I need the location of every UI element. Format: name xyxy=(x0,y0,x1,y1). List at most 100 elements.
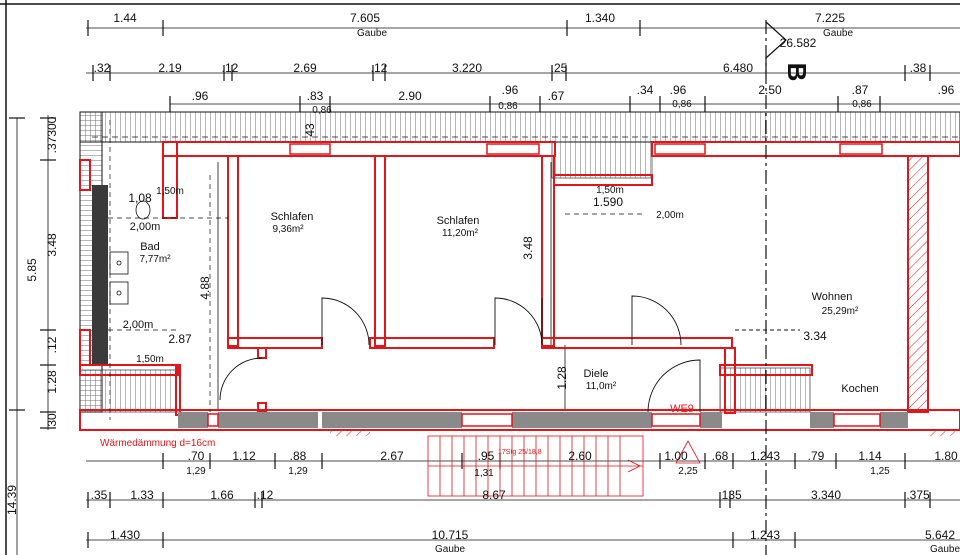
roof-eave xyxy=(79,111,960,413)
bottom-dimension-row-2: .35 1.33 1.66 .12 8.67 .135 3.340 .375 xyxy=(91,488,930,502)
windows xyxy=(207,143,883,427)
svg-text:2.19: 2.19 xyxy=(158,61,182,75)
svg-text:1,08: 1,08 xyxy=(128,191,152,205)
top-dimension-row-1: 1.44 7.605 1.340 7.225 Gaube Gaube 26.58… xyxy=(113,11,853,81)
svg-text:43: 43 xyxy=(303,123,317,137)
svg-text:8.67: 8.67 xyxy=(482,488,506,502)
svg-text:.70: .70 xyxy=(188,449,205,463)
svg-text:7.605: 7.605 xyxy=(350,11,380,25)
svg-text:1.590: 1.590 xyxy=(593,195,623,209)
svg-text:14.39: 14.39 xyxy=(5,485,19,515)
svg-text:2.50: 2.50 xyxy=(758,83,782,97)
room-area-schlafen-1: 9,36m² xyxy=(272,224,304,235)
svg-text:3.48: 3.48 xyxy=(45,233,59,257)
svg-text:1.66: 1.66 xyxy=(210,488,234,502)
svg-text:10.715: 10.715 xyxy=(432,528,469,542)
elevation-label: 26.582 xyxy=(780,36,817,50)
svg-text:2.60: 2.60 xyxy=(568,449,592,463)
svg-text:.37300: .37300 xyxy=(45,116,59,153)
room-name-schlafen-2: Schlafen xyxy=(437,215,480,227)
svg-text:.88: .88 xyxy=(290,449,307,463)
svg-text:.12: .12 xyxy=(222,61,239,75)
svg-text:2.87: 2.87 xyxy=(168,332,192,346)
svg-text:.34: .34 xyxy=(637,83,654,97)
sink-icon xyxy=(109,251,129,275)
unit-label: WE9 xyxy=(670,403,694,415)
svg-text:2,00m: 2,00m xyxy=(656,210,684,221)
svg-text:Gaube: Gaube xyxy=(930,544,960,555)
svg-text:1.00: 1.00 xyxy=(664,449,688,463)
sink-icon-2 xyxy=(109,281,129,305)
svg-text:0,86: 0,86 xyxy=(852,99,872,110)
svg-text:3.34: 3.34 xyxy=(803,329,827,343)
bottom-dimension-row-1: .70 1.12 .88 2.67 .95 2.60 1.00 .68 1.24… xyxy=(186,449,958,479)
svg-text:0,86: 0,86 xyxy=(498,101,518,112)
svg-text:.67: .67 xyxy=(548,89,565,103)
bottom-dimension-row-3: 1.430 10.715 1.243 5.642 Gaube Gaube xyxy=(110,528,960,555)
svg-text:2,00m: 2,00m xyxy=(123,319,154,331)
top-dimension-row-3: .96 .83 2.90 .96 .67 .34 .96 2.50 .87 .9… xyxy=(192,83,955,116)
svg-text:Gaube: Gaube xyxy=(357,28,387,39)
svg-text:5.642: 5.642 xyxy=(925,528,955,542)
svg-text:1.28: 1.28 xyxy=(45,370,59,394)
svg-text:1,50m: 1,50m xyxy=(156,186,184,197)
svg-text:0,86: 0,86 xyxy=(672,99,692,110)
svg-text:3.340: 3.340 xyxy=(811,488,841,502)
svg-text:.95: .95 xyxy=(478,449,495,463)
walls xyxy=(79,141,960,431)
staircase xyxy=(427,435,701,497)
svg-text:1,31: 1,31 xyxy=(474,468,494,479)
room-area-schlafen-2: 11,20m² xyxy=(442,228,479,239)
interior-dimensions: 1,08 1,50m 2,00m 2,00m 2.87 1,50m 4.88 4… xyxy=(123,123,827,390)
svg-text:3.48: 3.48 xyxy=(521,236,535,260)
svg-text:1,25: 1,25 xyxy=(870,466,890,477)
svg-text:.83: .83 xyxy=(307,89,324,103)
dimension-ticks xyxy=(9,20,931,548)
svg-text:2,25: 2,25 xyxy=(678,466,698,477)
svg-text:1.80: 1.80 xyxy=(934,449,958,463)
svg-text:.79: .79 xyxy=(808,449,825,463)
room-area-diele: 11,0m² xyxy=(586,381,617,392)
svg-text:1,29: 1,29 xyxy=(288,466,308,477)
room-name-schlafen-1: Schlafen xyxy=(271,211,314,223)
svg-text:1.340: 1.340 xyxy=(585,11,615,25)
svg-text:0,86: 0,86 xyxy=(312,105,332,116)
svg-text:.96: .96 xyxy=(502,83,519,97)
svg-text:.96: .96 xyxy=(670,83,687,97)
doors xyxy=(219,295,800,413)
room-name-wohnen: Wohnen xyxy=(812,291,853,303)
svg-text:.135: .135 xyxy=(718,488,742,502)
svg-text:1,50m: 1,50m xyxy=(136,354,164,365)
dormer-hatch xyxy=(79,141,811,413)
stair-note: 17Stg 25/18,8 xyxy=(498,449,542,456)
room-name-kochen: Kochen xyxy=(841,383,878,395)
svg-text:2.67: 2.67 xyxy=(380,449,404,463)
section-mark: B xyxy=(782,63,812,82)
svg-text:1.12: 1.12 xyxy=(232,449,256,463)
svg-text:1,50m: 1,50m xyxy=(596,185,624,196)
top-dimension-row-2: .32 2.19 .12 2.69 .12 3.220 .25 6.480 .3… xyxy=(94,61,927,75)
bottom-wall-segments xyxy=(178,412,960,436)
room-name-bad: Bad xyxy=(140,241,160,253)
svg-text:5.85: 5.85 xyxy=(25,258,39,282)
svg-text:.25: .25 xyxy=(551,61,568,75)
svg-text:1.33: 1.33 xyxy=(130,488,154,502)
svg-text:1.14: 1.14 xyxy=(858,449,882,463)
svg-text:4.88: 4.88 xyxy=(198,276,212,300)
left-vertical-dimensions: .37300 3.48 5.85 .12 1.28 30 14.39 xyxy=(5,116,59,515)
svg-text:.87: .87 xyxy=(852,83,869,97)
warning-triangle-icon xyxy=(675,440,701,464)
bathroom-fixtures xyxy=(109,200,151,305)
svg-text:2,00m: 2,00m xyxy=(130,221,161,233)
svg-text:.68: .68 xyxy=(712,449,729,463)
svg-text:.38: .38 xyxy=(910,61,927,75)
svg-text:.12: .12 xyxy=(257,488,274,502)
insulation-note: Wärmedämmung d=16cm xyxy=(100,438,215,449)
room-area-wohnen: 25,29m² xyxy=(822,306,859,317)
svg-text:7.225: 7.225 xyxy=(815,11,845,25)
svg-text:.96: .96 xyxy=(192,89,209,103)
guide-lines xyxy=(108,120,645,420)
svg-text:2.90: 2.90 xyxy=(398,89,422,103)
svg-text:Gaube: Gaube xyxy=(435,544,465,555)
